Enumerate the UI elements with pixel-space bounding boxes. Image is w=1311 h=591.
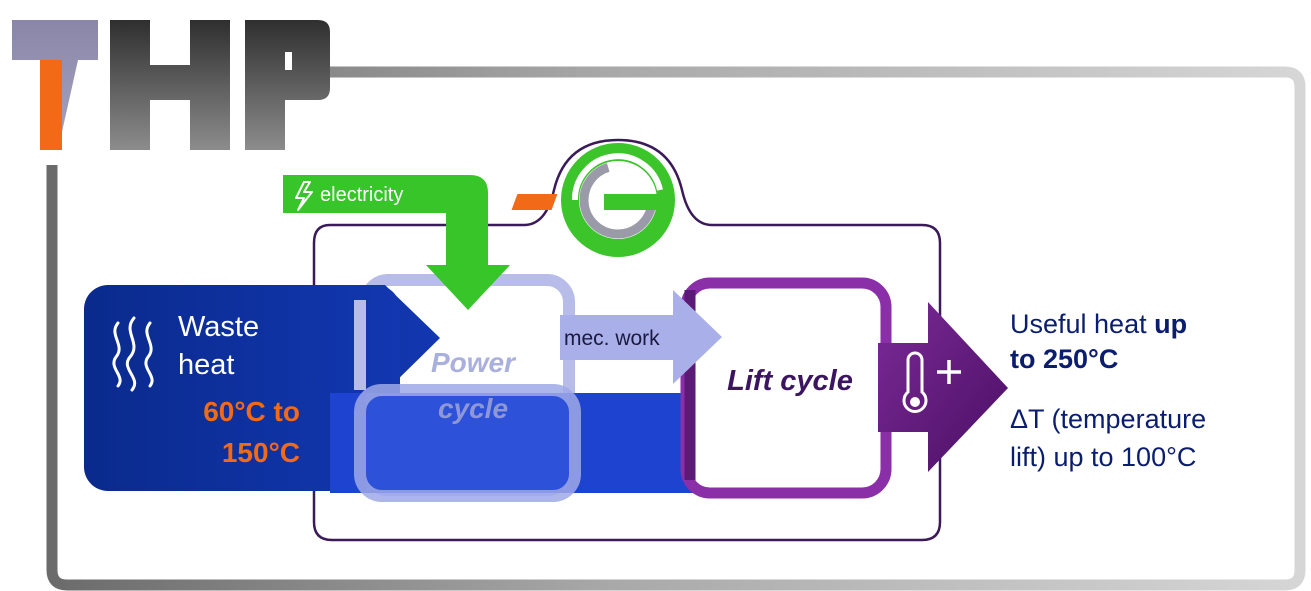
waste-heat-line1: Waste — [178, 311, 259, 343]
delta-t-line2: lift) up to 100°C — [1010, 442, 1196, 472]
useful-heat-arrow — [878, 302, 1008, 472]
system-boundary — [312, 138, 942, 542]
mec-work-arrow — [560, 290, 722, 384]
delta-t-line1: ΔT (temperature — [1010, 404, 1206, 434]
mec-work-label: mec. work — [564, 327, 660, 350]
useful-heat-line2: to 250°C — [1010, 344, 1118, 374]
waste-heat-range-line2: 150°C — [222, 437, 300, 468]
lift-cycle-label: Lift cycle — [727, 365, 853, 397]
e-logo-icon — [511, 143, 675, 257]
outer-frame — [46, 66, 1306, 591]
waste-heat-line2: heat — [178, 349, 234, 381]
waste-heat-card — [84, 285, 400, 491]
useful-heat-line1-bold: up — [1154, 309, 1187, 339]
electricity-label: electricity — [320, 184, 403, 206]
electricity-arrow — [283, 175, 510, 310]
lightning-icon — [295, 181, 313, 211]
thermometer-plus-icon — [902, 351, 961, 413]
power-cycle-line1: Power — [431, 347, 517, 378]
useful-heat-line1: Useful heat up — [1010, 309, 1187, 339]
heat-waves-icon — [112, 316, 154, 392]
thp-logo — [12, 20, 330, 150]
waste-heat-range-line1: 60°C to — [203, 396, 300, 427]
power-cycle-line2: cycle — [438, 393, 508, 424]
